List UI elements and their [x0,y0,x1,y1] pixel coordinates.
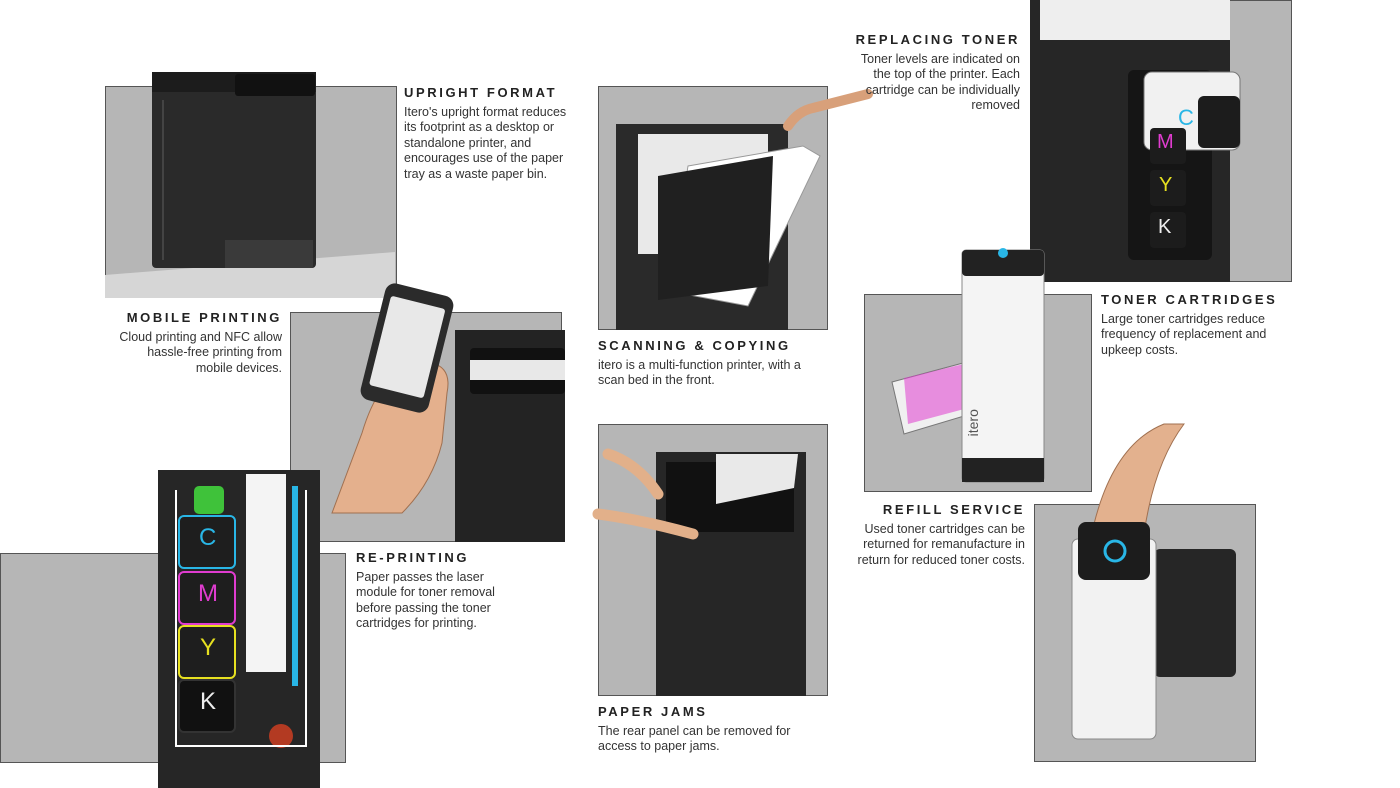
mobile-printing-title: MOBILE PRINTING [126,310,282,325]
paper-jams-title: PAPER JAMS [598,704,708,719]
replacing-toner-k-glyph: K [1158,216,1172,238]
upright-format-body: Itero's upright format reduces its footp… [404,104,567,181]
paper-jams-caption: PAPER JAMS The rear panel can be removed… [598,704,818,755]
refill-service-body: Used toner cartridges can be returned fo… [857,521,1025,567]
mobile-printing-body: Cloud printing and NFC allow hassle-free… [119,329,282,375]
cutaway-device-illustration [158,470,320,788]
refill-cartridge-illustration [1071,423,1236,740]
printer-top-illustration [455,330,565,542]
upright-printer-illustration [105,72,395,298]
replacing-toner-c-glyph: C [1178,105,1194,130]
upright-format-caption: UPRIGHT FORMAT Itero's upright format re… [404,85,579,182]
replacing-toner-body: Toner levels are indicated on the top of… [860,51,1020,113]
toner-cartridges-caption: TONER CARTRIDGES Large toner cartridges … [1101,292,1281,358]
refill-service-title: REFILL SERVICE [882,502,1025,517]
replacing-toner-title: REPLACING TONER [855,32,1020,47]
reprint-k-glyph: K [200,688,217,715]
mobile-printing-caption: MOBILE PRINTING Cloud printing and NFC a… [110,310,282,376]
replacing-toner-m-glyph: M [1157,131,1174,153]
upright-format-title: UPRIGHT FORMAT [404,85,558,100]
scan-bed-illustration [616,89,873,330]
toner-cartridges-body: Large toner cartridges reduce frequency … [1101,311,1267,357]
paper-jams-body: The rear panel can be removed for access… [598,723,791,754]
toner-cartridges-title: TONER CARTRIDGES [1101,292,1278,307]
replacing-toner-caption: REPLACING TONER Toner levels are indicat… [850,32,1020,114]
re-printing-body: Paper passes the laser module for toner … [356,569,495,631]
re-printing-caption: RE-PRINTING Paper passes the laser modul… [356,550,526,632]
toner-cartridge-brand: itero [964,409,981,437]
scanning-copying-title: SCANNING & COPYING [598,338,791,353]
toner-slot-illustration [1030,0,1241,282]
reprint-c-glyph: C [199,524,217,551]
reprint-m-glyph: M [198,580,218,607]
toner-cartridge-illustration [891,248,1045,483]
scanning-copying-caption: SCANNING & COPYING itero is a multi-func… [598,338,808,389]
phone-in-hand-illustration [331,283,454,514]
re-printing-title: RE-PRINTING [356,550,470,565]
reprint-y-glyph: Y [200,634,217,661]
refill-service-caption: REFILL SERVICE Used toner cartridges can… [845,502,1025,568]
scanning-copying-body: itero is a multi-function printer, with … [598,357,801,388]
replacing-toner-y-glyph: Y [1159,174,1173,196]
rear-panel-illustration [592,448,806,696]
